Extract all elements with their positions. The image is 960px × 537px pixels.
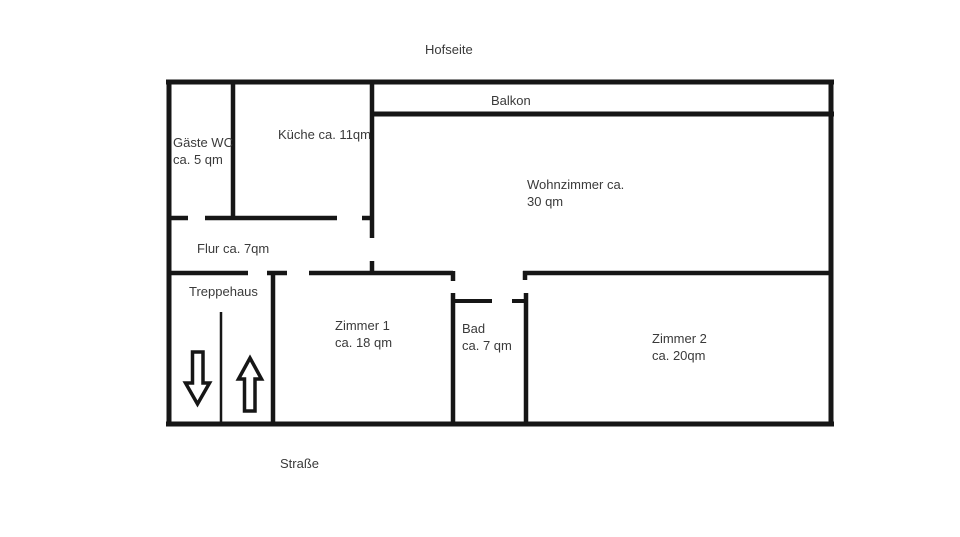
label-zimmer1: Zimmer 1 ca. 18 qm (335, 317, 392, 351)
bottom-zone-walls (450, 293, 529, 424)
room-area: ca. 7 qm (462, 338, 512, 353)
room-name: Zimmer 2 (652, 331, 707, 346)
label-strasse: Straße (280, 456, 320, 471)
label-gaeste-wc: Gäste WC ca. 5 qm (173, 134, 233, 168)
label-bad: Bad ca. 7 qm (462, 320, 512, 354)
room-area: ca. 20qm (652, 348, 706, 363)
label-balkon: Balkon (491, 93, 531, 108)
label-kueche: Küche ca. 11qm (278, 127, 371, 142)
room-name: Zimmer 1 (335, 318, 390, 333)
arrow-up-icon (235, 354, 265, 413)
room-area: ca. 18 qm (335, 335, 393, 350)
room-name: Wohnzimmer ca. (527, 177, 625, 192)
label-hofseite: Hofseite (425, 42, 473, 57)
label-wohnzimmer: Wohnzimmer ca. 30 qm (527, 176, 624, 210)
arrow-down-icon (182, 350, 213, 408)
room-name: Bad (462, 321, 486, 336)
outer-walls (166, 79, 834, 427)
label-zimmer2: Zimmer 2 ca. 20qm (652, 330, 707, 364)
room-area: ca. 5 qm (173, 152, 223, 167)
label-treppenhaus: Treppehaus (189, 284, 258, 299)
stairwell-walls (219, 271, 276, 424)
room-area: 30 qm (527, 194, 564, 209)
mid-wall (169, 270, 831, 281)
room-name: Gäste WC (173, 135, 233, 150)
label-flur: Flur ca. 7qm (197, 241, 270, 256)
